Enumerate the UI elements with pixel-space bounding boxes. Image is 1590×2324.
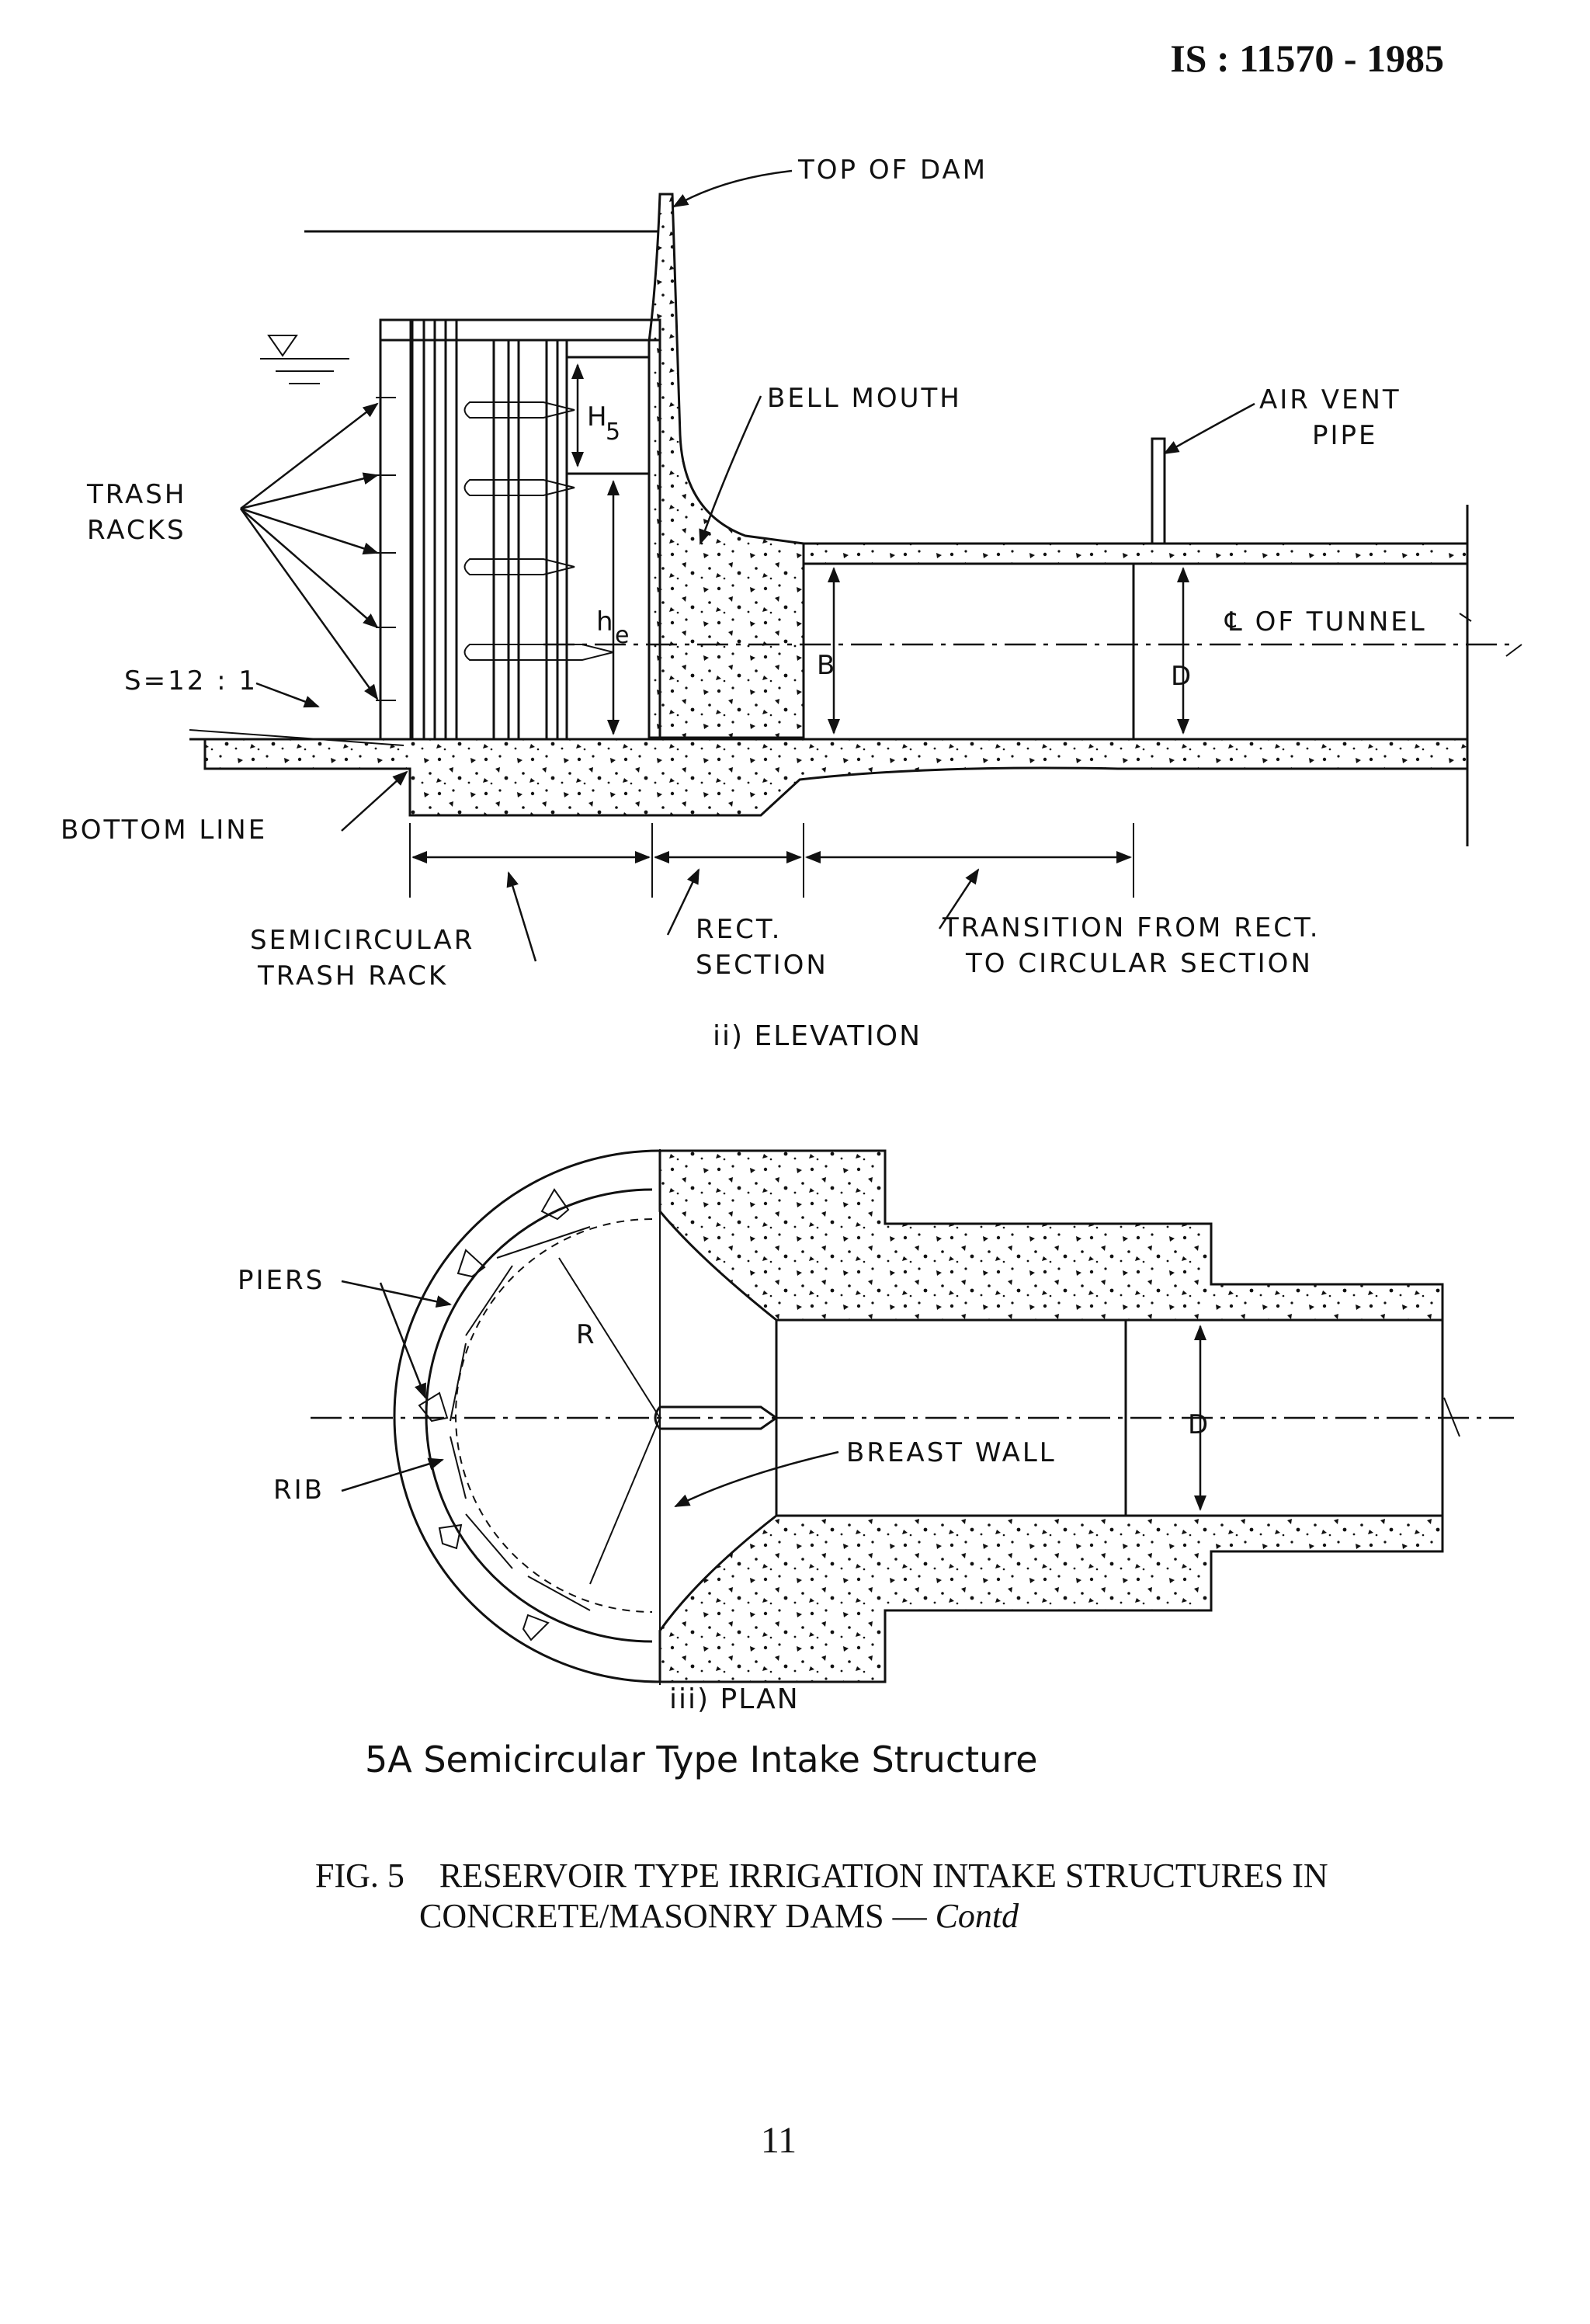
pier-shapes	[418, 1188, 570, 1641]
breast-wall-label: BREAST WALL	[846, 1437, 1057, 1468]
fig-title-line1: RESERVOIR TYPE IRRIGATION INTAKE STRUCTU…	[439, 1857, 1328, 1895]
he-label: h	[596, 606, 616, 637]
tunnel-roof-lining	[802, 542, 1469, 565]
plan-drawing: PIERS RIB R BREAST WALL D iii) PLAN	[238, 1149, 1514, 1715]
plan-d-label: D	[1188, 1409, 1210, 1440]
trash-racks-label-1: TRASH	[86, 479, 186, 510]
d-label: D	[1171, 661, 1193, 692]
rect-section-label-2: SECTION	[696, 950, 828, 981]
rect-section-label-1: RECT.	[696, 914, 782, 945]
dam-top-wall	[647, 193, 805, 739]
rib-label: RIB	[273, 1475, 325, 1506]
b-label: B	[817, 650, 837, 681]
elevation-caption: ii) ELEVATION	[713, 1020, 922, 1052]
air-vent-label-2: PIPE	[1312, 420, 1378, 451]
fig-number: FIG. 5	[315, 1857, 404, 1895]
semicircular-label-1: SEMICIRCULAR	[250, 925, 474, 956]
bottom-line-label: BOTTOM LINE	[61, 815, 267, 846]
semicircular-label-2: TRASH RACK	[257, 961, 448, 992]
bell-mouth-label: BELL MOUTH	[767, 383, 962, 414]
h5-subscript: 5	[606, 419, 622, 446]
standard-number: IS : 11570 - 1985	[1170, 36, 1444, 80]
page-number: 11	[761, 2120, 797, 2161]
fig-title-line2: CONCRETE/MASONRY DAMS —	[419, 1897, 936, 1935]
centerline-tunnel-label: ℄ OF TUNNEL	[1224, 606, 1427, 637]
top-of-dam-label: TOP OF DAM	[797, 155, 988, 186]
svg-text:CONCRETE/MASONRY DAMS — Contd: CONCRETE/MASONRY DAMS — Contd	[419, 1897, 1019, 1935]
trash-racks-label-2: RACKS	[87, 515, 186, 546]
elevation-drawing: H 5 h e B D	[61, 155, 1522, 1052]
plan-concrete-upper	[658, 1149, 1444, 1322]
svg-text:FIG. 5 RESERVOIR TYPE IR: FIG. 5 RESERVOIR TYPE IRRIGATION INTAKE …	[315, 1857, 1328, 1895]
transition-label-1: TRANSITION FROM RECT.	[942, 912, 1321, 943]
tunnel-floor-concrete	[203, 738, 1469, 817]
rib-segments	[450, 1226, 591, 1611]
radius-label: R	[576, 1319, 597, 1350]
plan-concrete-lower	[658, 1514, 1444, 1683]
rack-ticks	[376, 397, 396, 701]
figure-caption: FIG. 5 RESERVOIR TYPE IRRIGATION INTAKE …	[315, 1857, 1328, 1935]
pier-noses	[463, 401, 614, 661]
piers-label: PIERS	[238, 1265, 325, 1296]
h5-label: H	[587, 401, 609, 432]
he-subscript: e	[615, 622, 630, 649]
fig-title-contd: Contd	[936, 1897, 1020, 1935]
air-vent-label-1: AIR VENT	[1259, 384, 1401, 415]
plan-caption: iii) PLAN	[669, 1683, 800, 1715]
water-level-symbol	[260, 335, 349, 384]
slope-label: S=12 : 1	[124, 665, 258, 697]
subfigure-title: 5A Semicircular Type Intake Structure	[365, 1739, 1038, 1780]
transition-label-2: TO CIRCULAR SECTION	[965, 948, 1313, 979]
